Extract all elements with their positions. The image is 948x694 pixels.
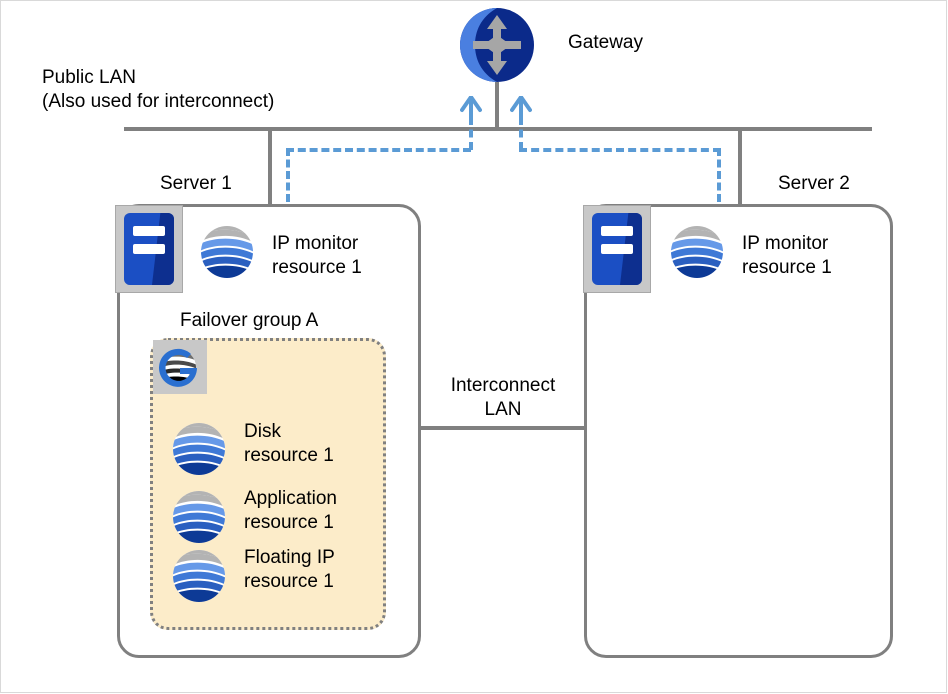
server-2-ip-monitor-line2: resource 1 [742, 257, 832, 278]
server-1-ip-monitor-icon [200, 225, 254, 279]
resource-floating-ip-line2: resource 1 [244, 571, 334, 592]
server-2-ip-monitor-line1: IP monitor [742, 233, 829, 254]
monitor-arrow-server1 [460, 95, 482, 118]
server-icon-bar [601, 226, 633, 236]
resource-application-icon [172, 490, 226, 544]
resource-floating-ip-line1: Floating IP [244, 547, 335, 568]
server-icon-bar [133, 244, 165, 254]
resource-application-line2: resource 1 [244, 512, 334, 533]
resource-disk-line2: resource 1 [244, 445, 334, 466]
resource-disk-line1: Disk [244, 421, 281, 442]
failover-group-label: Failover group A [180, 310, 319, 331]
server-1-icon [115, 205, 183, 293]
resource-sphere-icon [173, 423, 225, 475]
monitor-path-server2-riser [519, 117, 523, 150]
resource-application-line1: Application [244, 488, 337, 509]
public-lan-drop-server1 [268, 127, 272, 207]
resource-sphere-icon [173, 491, 225, 543]
server-2-icon [583, 205, 651, 293]
server-1-ip-monitor-line2: resource 1 [272, 257, 362, 278]
monitor-path-server1-horizontal [286, 148, 471, 152]
server-1-icon-body [124, 213, 174, 285]
resource-sphere-icon [671, 226, 723, 278]
failover-group-icon [153, 340, 207, 394]
monitor-path-server1-riser [469, 117, 473, 150]
monitor-path-server2-vertical [717, 148, 721, 202]
monitor-path-server2-horizontal [519, 148, 721, 152]
resource-floating-ip-icon [172, 549, 226, 603]
public-lan-drop-server2 [738, 127, 742, 207]
resource-sphere-icon [201, 226, 253, 278]
gateway-label: Gateway [568, 32, 643, 53]
failover-group-g-icon [153, 340, 207, 394]
monitor-arrow-server2 [510, 95, 532, 118]
server-2-icon-body [592, 213, 642, 285]
server-icon-bar [133, 226, 165, 236]
gateway-router-icon [460, 8, 534, 82]
interconnect-lan-label-line1: Interconnect [450, 375, 556, 396]
monitor-path-server1-vertical [286, 148, 290, 202]
public-lan-label-line1: Public LAN [42, 67, 136, 88]
public-lan-label-line2: (Also used for interconnect) [42, 91, 275, 112]
server-1-label: Server 1 [160, 173, 232, 194]
server-icon-bar [601, 244, 633, 254]
gateway-icon [459, 7, 535, 83]
interconnect-lan-line [419, 426, 586, 430]
resource-sphere-icon [173, 550, 225, 602]
server-1-ip-monitor-line1: IP monitor [272, 233, 359, 254]
public-lan-bus [124, 127, 872, 131]
server-2-ip-monitor-icon [670, 225, 724, 279]
interconnect-lan-label-line2: LAN [484, 399, 522, 420]
server-2-label: Server 2 [778, 173, 850, 194]
resource-disk-icon [172, 422, 226, 476]
gateway-lan-stub [495, 82, 499, 131]
